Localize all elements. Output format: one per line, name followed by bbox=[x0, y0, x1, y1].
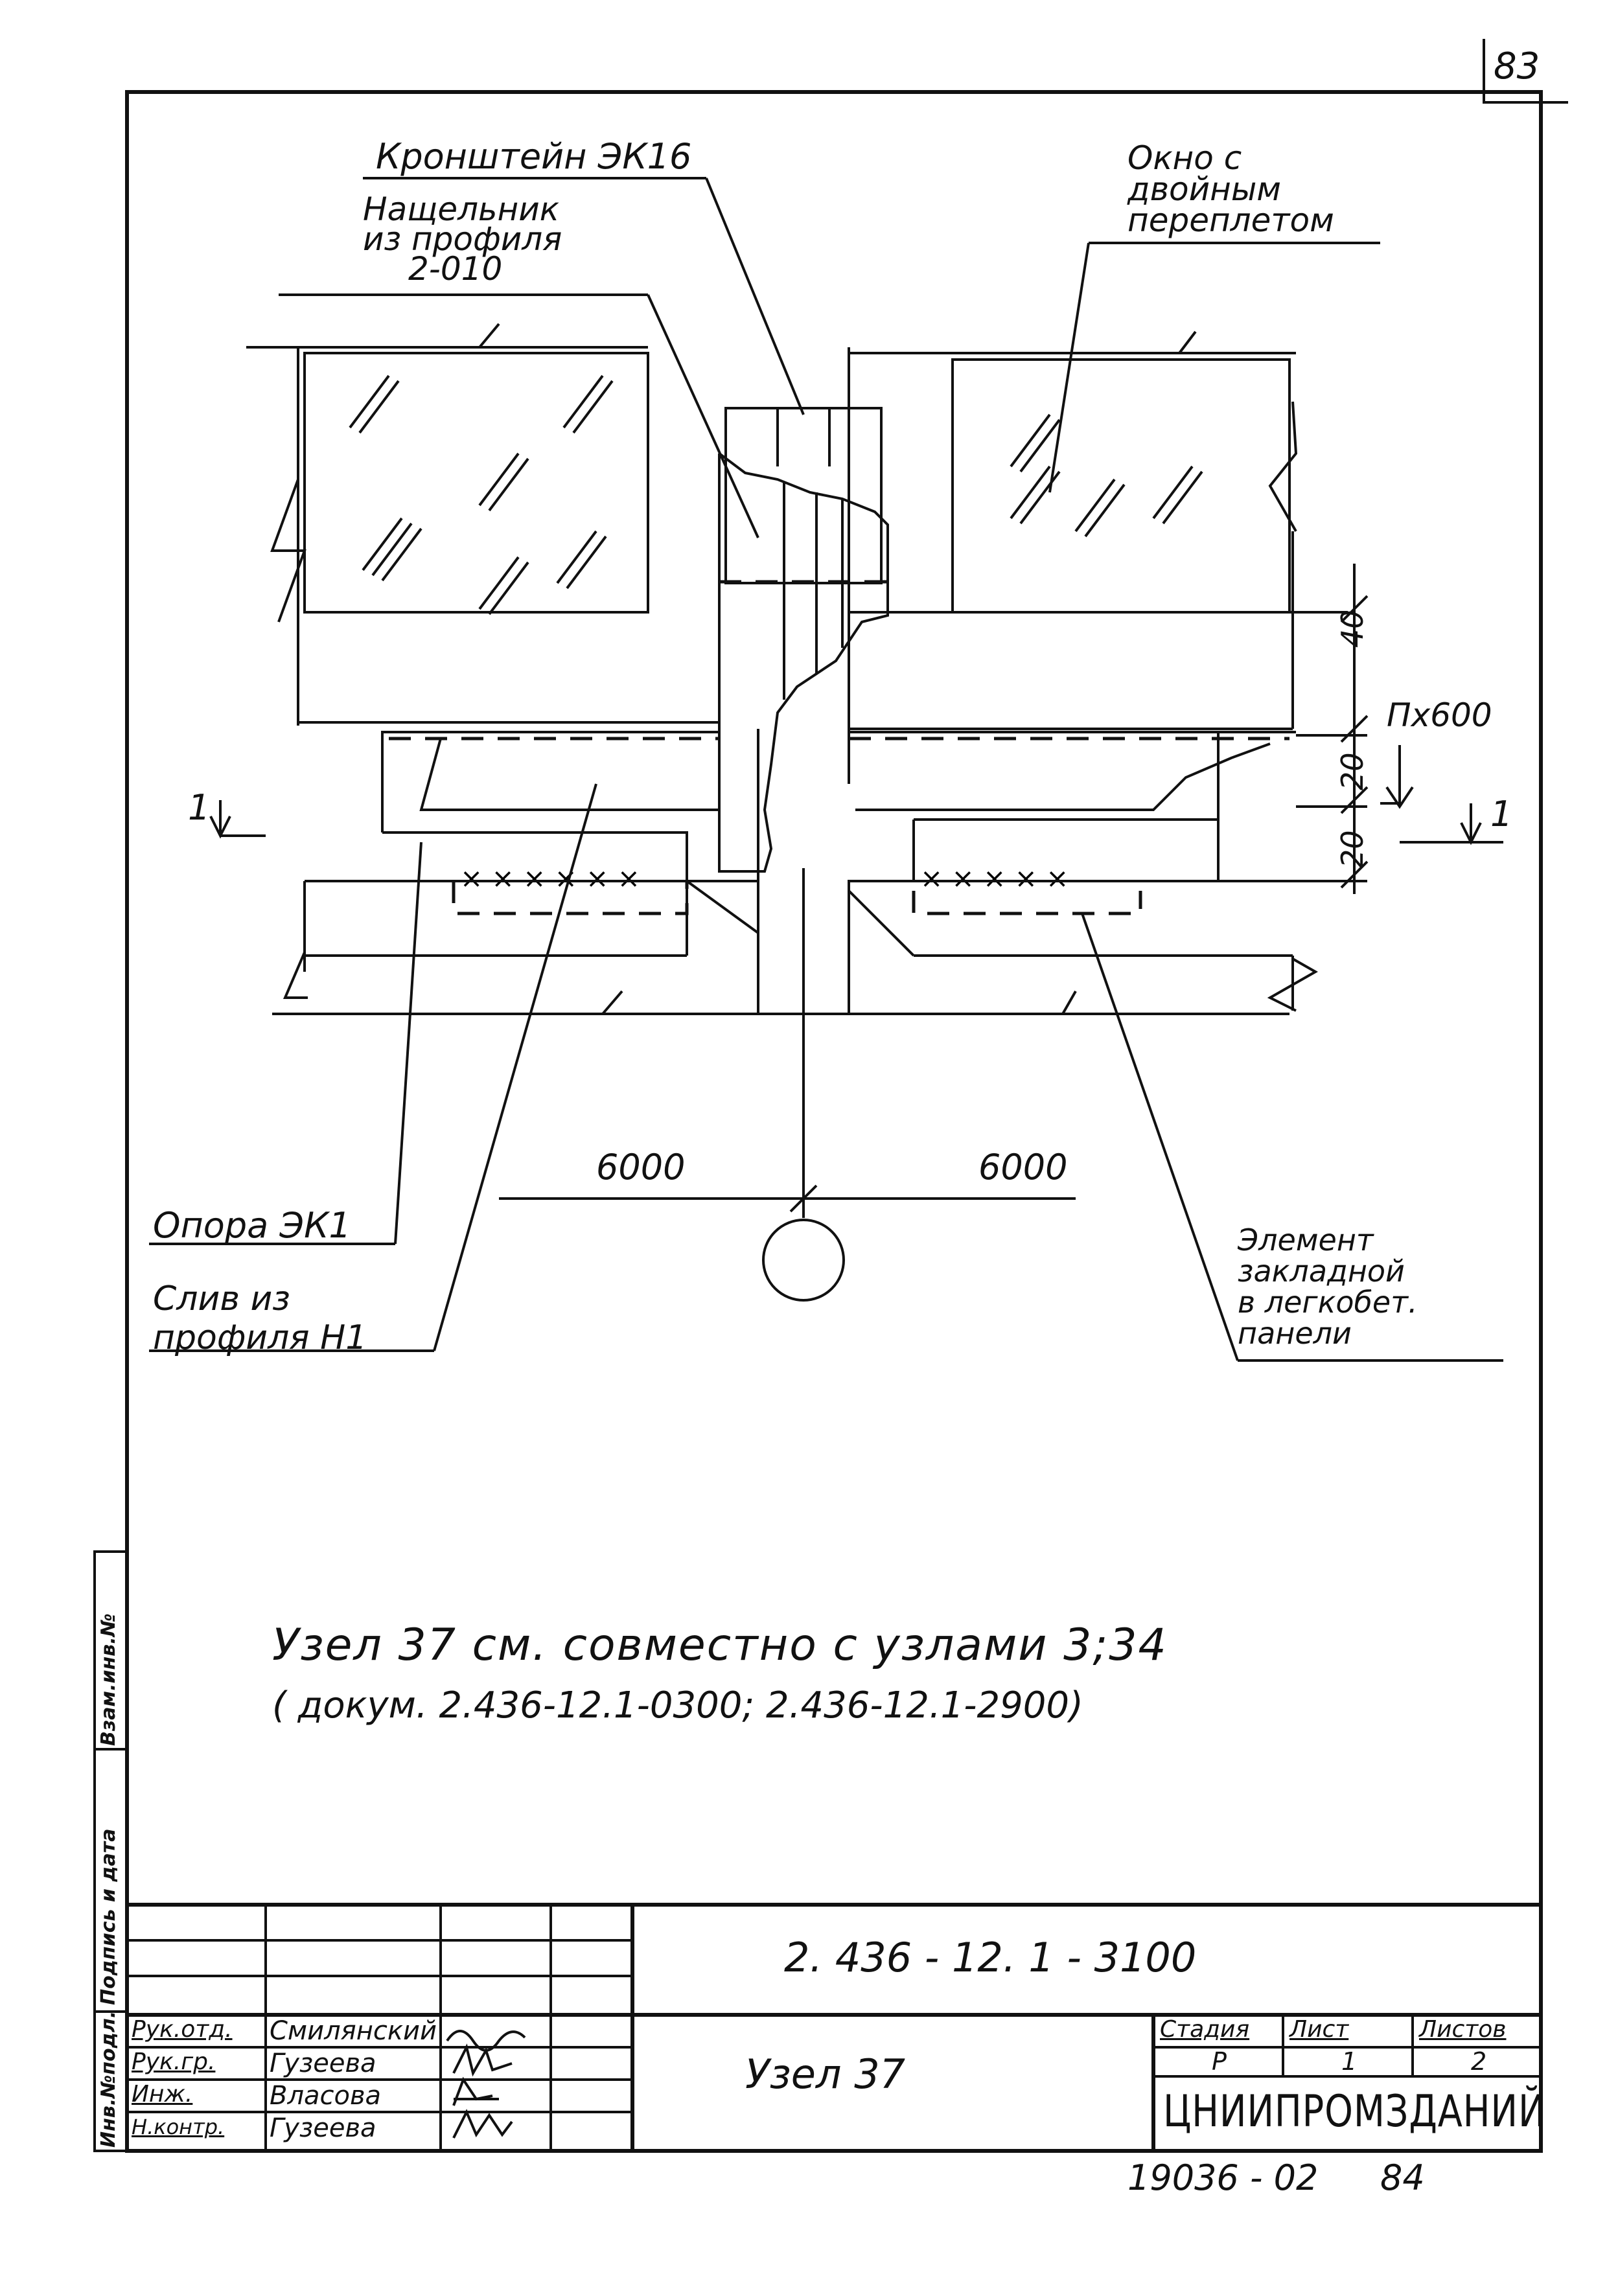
section-mark-left: 1 bbox=[188, 787, 211, 828]
sheet-header: Лист bbox=[1289, 2016, 1349, 2043]
dim-40: 40 bbox=[1335, 610, 1370, 648]
name-row-1: Смилянский bbox=[270, 2016, 437, 2046]
svg-text:× × × × × ×: × × × × × × bbox=[460, 862, 640, 894]
axis-marker bbox=[499, 868, 1076, 1302]
side-stamp-grid bbox=[93, 1550, 128, 2152]
sheet-value: 1 bbox=[1341, 2047, 1358, 2076]
section-mark-right: 1 bbox=[1490, 794, 1513, 834]
role-row-1: Рук.отд. bbox=[132, 2016, 233, 2043]
role-row-3: Инж. bbox=[132, 2081, 193, 2107]
sheets-value: 2 bbox=[1471, 2047, 1487, 2076]
stage-header: Стадия bbox=[1160, 2016, 1250, 2043]
dim-20-upper: 20 bbox=[1335, 752, 1370, 790]
leader-lines bbox=[149, 177, 1503, 1362]
dim-20-lower: 20 bbox=[1335, 830, 1370, 868]
bottom-archive-number: 19036 - 02 bbox=[1127, 2157, 1319, 2198]
side-sign-date: Подпись и дата bbox=[97, 1828, 120, 2005]
vertical-dimensions bbox=[209, 564, 1503, 894]
side-inv-orig: Инв.№подл. bbox=[97, 2010, 120, 2148]
svg-text:× × × × ×: × × × × × bbox=[920, 862, 1069, 894]
note-line-2: ( докум. 2.436-12.1-0300; 2.436-12.1-290… bbox=[272, 1684, 1083, 1727]
doc-code: 2. 436 - 12. 1 - 3100 bbox=[784, 1934, 1197, 1981]
left-window bbox=[246, 323, 719, 726]
title-block-grid bbox=[127, 1903, 1541, 2151]
label-drain: Слив из профиля Н1 bbox=[153, 1280, 367, 1357]
name-row-4: Гузеева bbox=[270, 2113, 376, 2143]
label-embedded-element: Элемент закладной в легкобет. панели bbox=[1238, 1223, 1418, 1351]
name-row-3: Власова bbox=[270, 2081, 382, 2111]
bottom-page-number: 84 bbox=[1380, 2157, 1425, 2198]
sheet-frame bbox=[125, 90, 1543, 2153]
organization-name: ЦНИИПРОМЗДАНИЙ bbox=[1163, 2086, 1546, 2137]
name-row-2: Гузеева bbox=[270, 2049, 376, 2078]
stage-value: Р bbox=[1212, 2047, 1227, 2076]
right-window bbox=[849, 330, 1298, 730]
role-row-2: Рук.гр. bbox=[132, 2049, 216, 2075]
sheets-header: Листов bbox=[1419, 2016, 1507, 2043]
side-vzam-inv: Взам.инв.№ bbox=[97, 1613, 120, 1746]
dim-span-left: 6000 bbox=[596, 1147, 686, 1188]
label-bracket: Кронштейн ЭК16 bbox=[376, 136, 692, 177]
sheet-title: Узел 37 bbox=[745, 2050, 906, 2098]
lower-panels: × × × × × × × × × × × bbox=[272, 731, 1319, 1015]
dim-px600: Пх600 bbox=[1387, 696, 1492, 734]
label-window: Окно с двойным переплетом bbox=[1127, 139, 1334, 239]
label-nashchelnik: Нащельник из профиля 2-010 bbox=[363, 190, 562, 288]
role-row-4: Н.контр. bbox=[132, 2115, 225, 2139]
corner-sheet-number: 83 bbox=[1494, 45, 1540, 87]
center-column bbox=[718, 347, 1348, 1014]
label-support: Опора ЭК1 bbox=[153, 1205, 351, 1246]
note-line-1: Узел 37 см. совместно с узлами 3;34 bbox=[272, 1620, 1168, 1671]
dim-span-right: 6000 bbox=[978, 1147, 1068, 1188]
